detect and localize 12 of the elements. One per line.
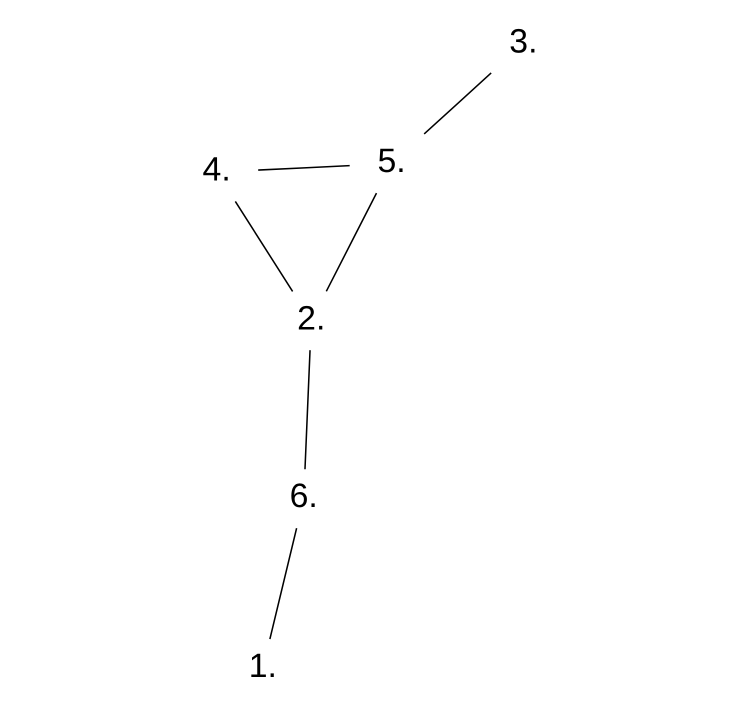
connector — [269, 528, 298, 640]
node-text: 1. — [248, 646, 277, 685]
connector — [424, 72, 492, 134]
node-text: 3. — [509, 22, 538, 60]
connector — [326, 192, 378, 292]
connector — [258, 164, 350, 171]
node-text: 2. — [297, 299, 326, 338]
node-text: 4. — [202, 150, 231, 189]
node-text: 6. — [290, 477, 318, 516]
connector — [304, 350, 311, 470]
node-text: 5. — [378, 142, 406, 180]
connector — [234, 201, 294, 292]
